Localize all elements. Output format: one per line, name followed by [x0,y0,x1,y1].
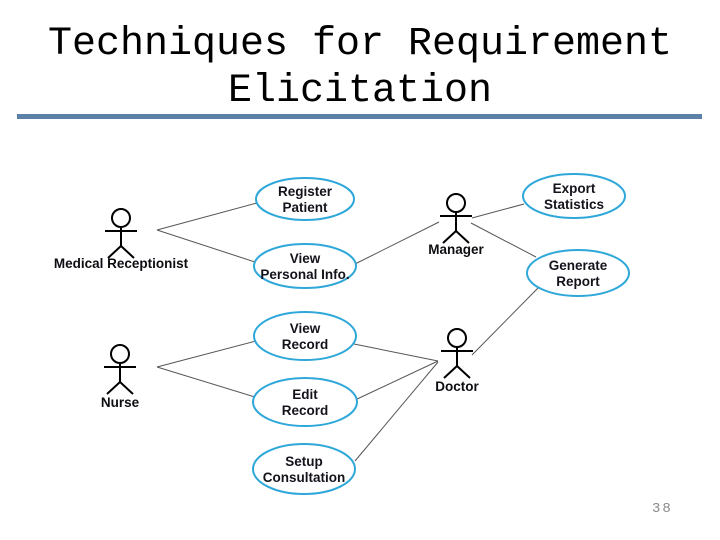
actor-label-medical-receptionist: Medical Receptionist [54,256,189,271]
usecase-label-line1: View [290,321,321,336]
actor-manager: Manager [428,193,484,257]
usecase-label-line2: Statistics [544,197,604,212]
title-underline [17,114,702,119]
usecase-ellipse [526,249,630,297]
usecase-ellipse [253,311,357,361]
usecase-register-patient: Register Patient [255,177,355,221]
usecase-ellipse [253,243,357,289]
assoc-view-personal-info-manager [354,221,440,265]
usecase-label-line2: Patient [282,200,328,215]
usecase-label-line2: Record [282,403,329,418]
usecase-ellipse [522,173,626,219]
usecase-view-record: View Record [253,311,357,361]
assoc-nurse-edit-record [156,366,256,398]
usecase-ellipse [252,377,358,427]
usecase-label-line1: Register [278,184,333,199]
assoc-view-record-doctor [353,343,439,362]
actor-figure-leg-left [442,230,457,244]
actor-label-nurse: Nurse [101,395,140,410]
actor-figure-head [447,328,467,348]
usecase-label-line1: Setup [285,454,323,469]
actor-nurse: Nurse [101,344,140,410]
usecase-ellipse [252,443,356,495]
usecase-label-line1: Generate [549,258,608,273]
actor-label-manager: Manager [428,242,484,257]
title-line-2: Elicitation [227,69,493,114]
assoc-receptionist-view-personal-info [156,229,256,263]
usecase-edit-record: Edit Record [252,377,358,427]
assoc-doctor-generate-report [471,287,539,356]
actor-medical-receptionist: Medical Receptionist [54,208,189,271]
actor-figure-head [446,193,466,213]
actor-figure-leg-right [119,381,134,395]
association-lines [156,202,539,462]
usecase-label-line2: Report [556,274,600,289]
usecase-label-line2: Personal Info. [260,267,349,282]
page-number: 38 [652,501,673,517]
actor-figure-head [110,344,130,364]
actor-figure-leg-left [443,365,458,379]
actor-figure-head [111,208,131,228]
usecase-view-personal-info: View Personal Info. [253,243,357,289]
usecase-label-line2: Record [282,337,329,352]
usecase-export-statistics: Export Statistics [522,173,626,219]
assoc-edit-record-doctor [354,360,439,401]
actor-figure-leg-right [456,365,471,379]
actor-figure-leg-left [107,245,122,259]
actor-label-doctor: Doctor [435,379,479,394]
usecase-setup-consultation: Setup Consultation [252,443,356,495]
assoc-nurse-view-record [156,340,257,368]
usecase-generate-report: Generate Report [526,249,630,297]
usecase-label-line2: Consultation [263,470,346,485]
usecase-label-line1: Export [553,181,596,196]
actor-figure-leg-right [455,230,470,244]
assoc-manager-export-statistics [471,203,525,219]
usecase-label-line1: Edit [292,387,318,402]
assoc-manager-generate-report [470,222,537,258]
usecase-ellipse [255,177,355,221]
usecase-label-line1: View [290,251,321,266]
assoc-receptionist-register-patient [156,202,258,231]
actor-doctor: Doctor [435,328,479,394]
actor-figure-leg-right [120,245,135,259]
title-line-1: Techniques for Requirement [47,22,673,67]
actor-figure-leg-left [106,381,121,395]
assoc-setup-consultation-doctor [354,361,439,462]
